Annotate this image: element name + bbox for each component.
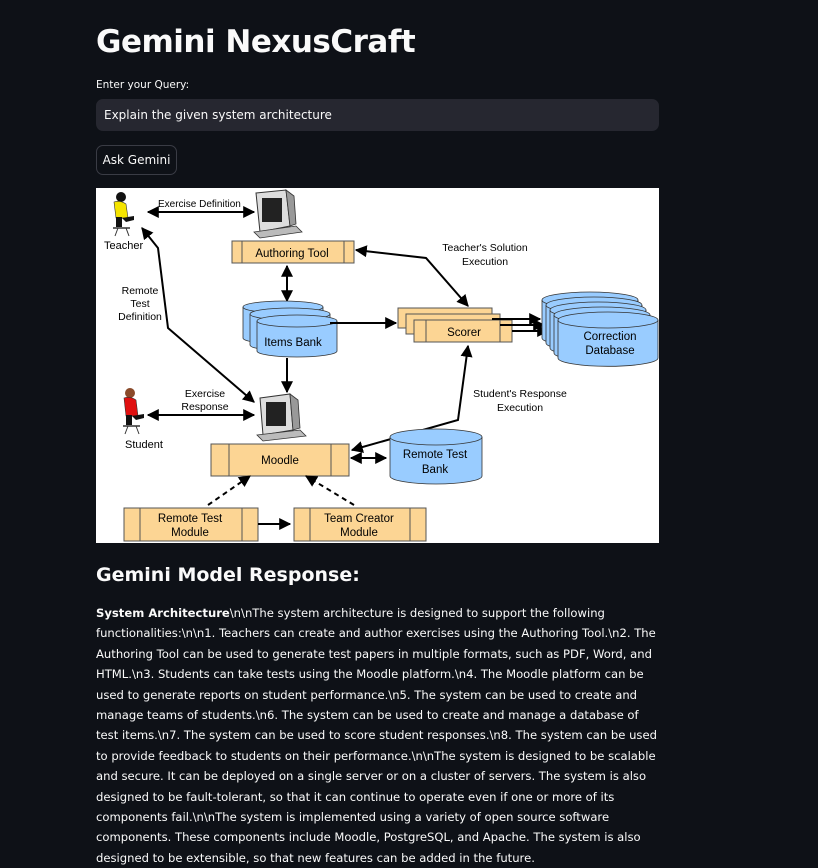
- exercise-definition-label: Exercise Definition: [158, 199, 241, 210]
- correction-database-icon: Correction Database: [541, 291, 659, 367]
- remote-test-bank-database-icon: Remote Test Bank: [389, 428, 483, 485]
- team-creator-module-label: Team Creator: [324, 513, 394, 525]
- response-body: \n\nThe system architecture is designed …: [96, 606, 657, 865]
- items-bank-label: Items Bank: [264, 337, 322, 349]
- query-input[interactable]: [96, 99, 659, 131]
- moodle-computer-icon: [256, 393, 307, 442]
- authoring-tool-label: Authoring Tool: [255, 248, 328, 260]
- moodle-label: Moodle: [261, 455, 299, 467]
- scorer-box: Scorer: [397, 307, 513, 343]
- query-label: Enter your Query:: [96, 79, 190, 91]
- scorer-label: Scorer: [447, 327, 481, 339]
- teachers-solution-execution-label: Execution: [462, 256, 508, 268]
- teacher-label: Teacher: [104, 240, 143, 252]
- moodle-box: Moodle: [210, 443, 350, 477]
- students-response-label: Student's Response: [473, 388, 567, 400]
- teachers-solution-label: Teacher's Solution: [442, 242, 528, 254]
- students-response-execution-label: Execution: [497, 402, 543, 414]
- exercise-label: Exercise: [185, 388, 225, 400]
- remote-test-module-box: Remote Test Module: [123, 507, 259, 542]
- database-label: Database: [585, 345, 634, 357]
- student-label: Student: [125, 439, 163, 451]
- items-bank-database-icon: Items Bank: [242, 300, 338, 358]
- remote-test-module-label: Remote Test: [158, 513, 223, 525]
- authoring-tool-box: Authoring Tool: [231, 240, 355, 264]
- remote-test-bank-label: Remote Test: [403, 449, 468, 461]
- student-figure-icon: [123, 388, 144, 435]
- response-bold-lead: System Architecture: [96, 606, 230, 620]
- definition-label: Definition: [118, 311, 162, 323]
- architecture-diagram-image: Teacher Exercise Definition Authoring To…: [96, 188, 659, 543]
- response-text: System Architecture\n\nThe system archit…: [96, 603, 659, 868]
- ask-gemini-button[interactable]: Ask Gemini: [96, 145, 177, 175]
- correction-label: Correction: [583, 331, 636, 343]
- test-label: Test: [130, 298, 149, 310]
- teacher-figure-icon: [113, 192, 134, 237]
- page-title: Gemini NexusCraft: [96, 24, 416, 60]
- remote-test-bank-label-2: Bank: [422, 464, 448, 476]
- authoring-computer-icon: [253, 189, 303, 239]
- remote-label: Remote: [122, 285, 159, 297]
- response-label: Response: [181, 401, 228, 413]
- team-creator-module-box: Team Creator Module: [293, 507, 427, 542]
- response-heading: Gemini Model Response:: [96, 564, 360, 586]
- remote-test-module-label-2: Module: [171, 527, 209, 539]
- team-creator-module-label-2: Module: [340, 527, 378, 539]
